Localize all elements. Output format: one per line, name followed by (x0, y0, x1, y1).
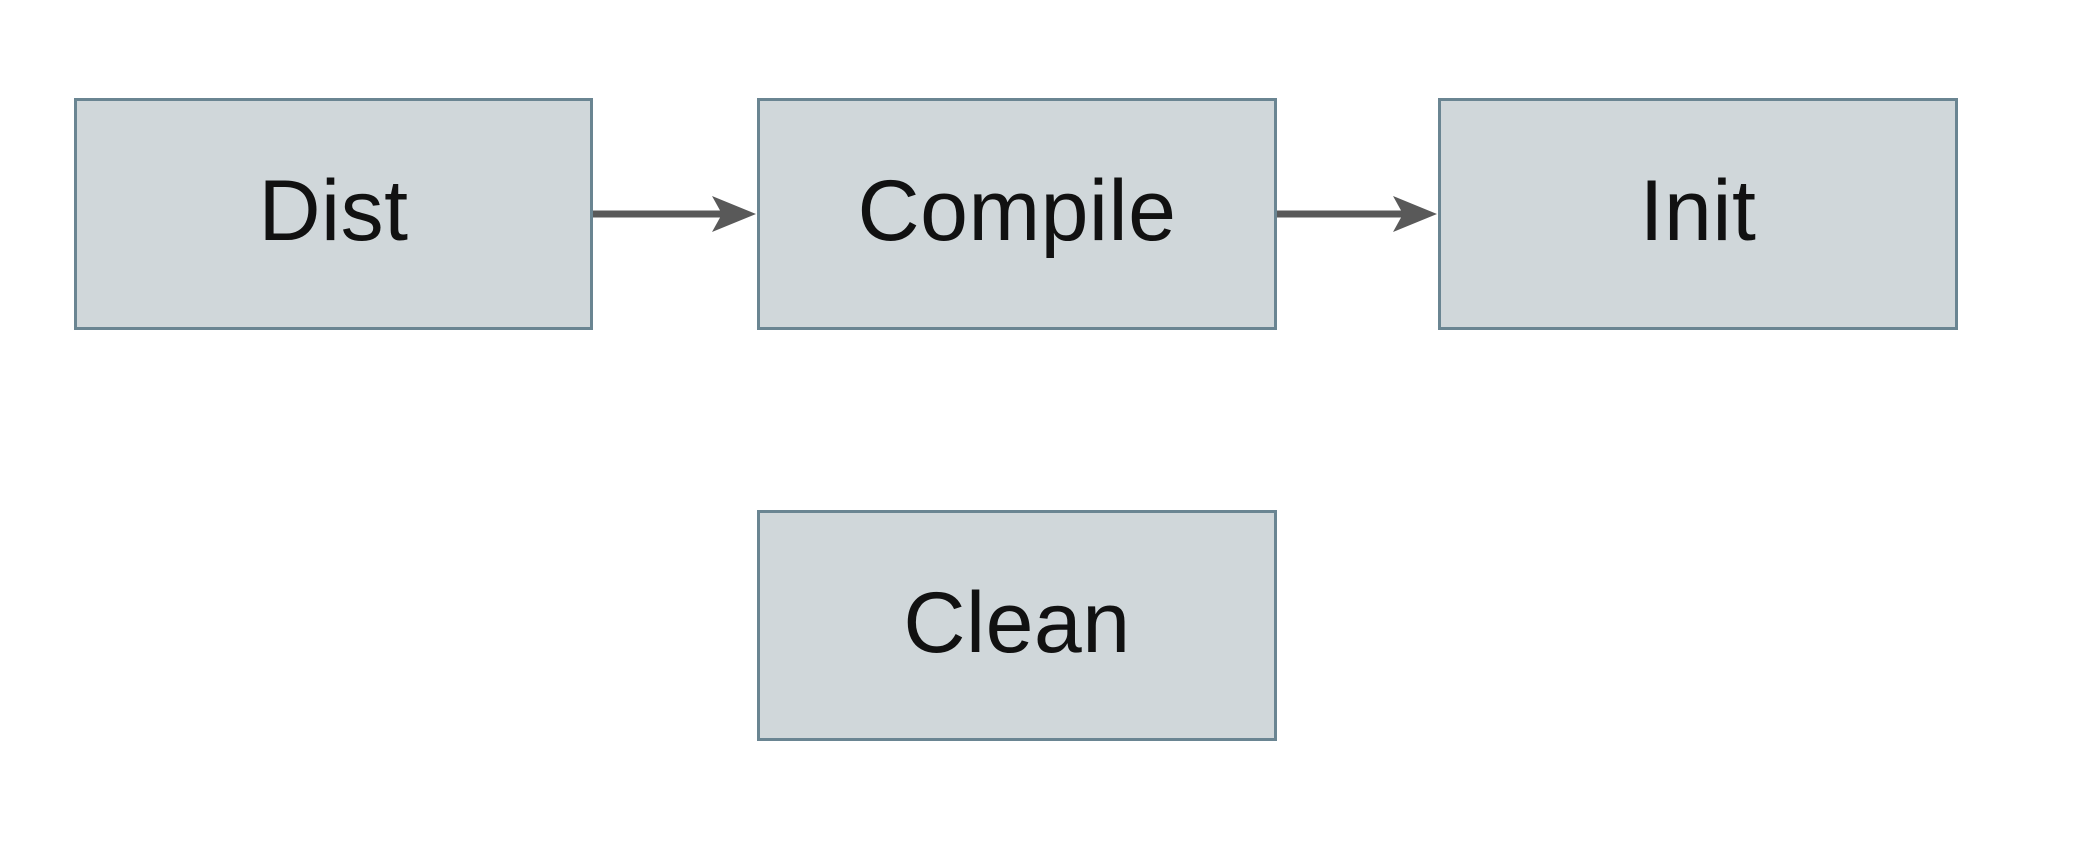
node-clean: Clean (757, 510, 1277, 741)
node-compile: Compile (757, 98, 1277, 330)
node-dist-label: Dist (258, 163, 409, 259)
arrow-compile-to-init (1277, 196, 1437, 232)
arrow-head-icon (1393, 196, 1437, 232)
arrow-head-icon (712, 196, 756, 232)
node-init-label: Init (1639, 163, 1757, 259)
node-compile-label: Compile (857, 163, 1177, 259)
node-clean-label: Clean (903, 574, 1131, 671)
node-init: Init (1438, 98, 1958, 330)
arrow-dist-to-compile (593, 196, 756, 232)
node-dist: Dist (74, 98, 593, 330)
